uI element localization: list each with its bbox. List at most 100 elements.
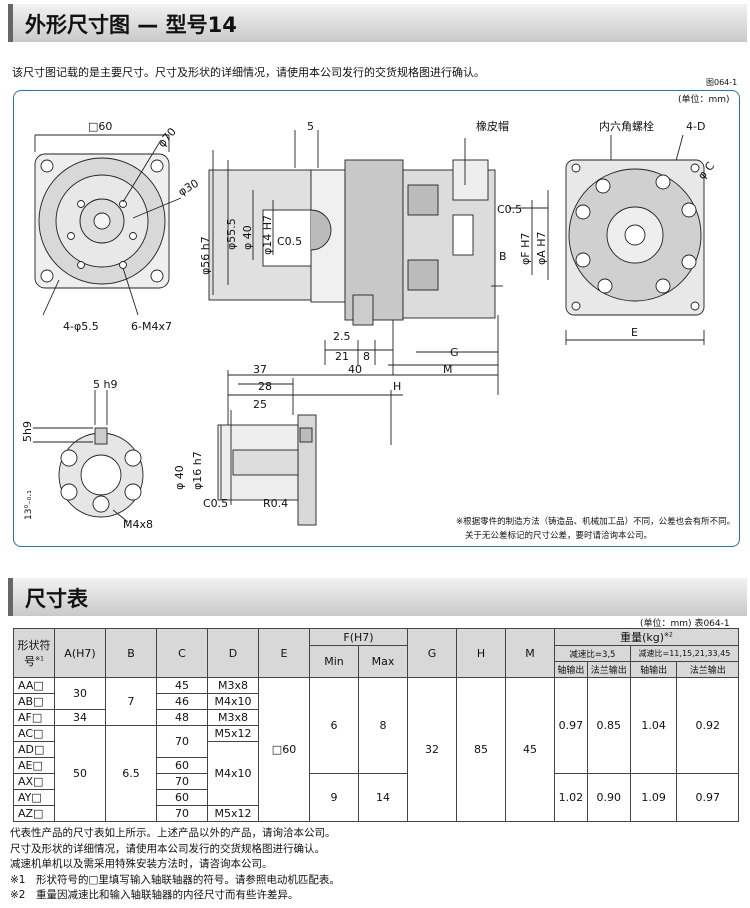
th-fmax: Max [358,645,408,678]
cell-fmin: 9 [309,773,359,822]
cell-h: 85 [456,677,506,822]
table-row: AX□ 70 9 14 1.02 0.90 1.09 0.97 [13,773,739,822]
dim-40-label: 40 [348,363,362,376]
dimension-drawing: □60 φ70 φ30 4-φ5.5 6-M4x7 φ56 h7 φ55.5 φ… [21,119,735,541]
table-unit-text: (单位：mm) [640,619,692,629]
dim-g-label: G [450,346,459,359]
r04-label: R0.4 [263,497,288,510]
cell-a: 50 [54,725,106,822]
cell-c: 70 [156,725,208,758]
cell-m: 45 [505,677,555,822]
rubber-cap-label: 橡皮帽 [476,120,509,133]
th-ratio1: 减速比=3,5 [554,645,631,662]
d555-label: φ55.5 [225,218,238,250]
cell-shape: AC□ [13,725,55,742]
key-5h9-label: 5 h9 [93,378,117,391]
table-row: AE□ 60 [13,757,739,774]
cell-b: 7 [105,677,157,726]
th-m: M [505,628,555,678]
cell-shape: AB□ [13,693,55,710]
cell-a: 34 [54,709,106,726]
cell-w2: 0.85 [586,677,631,774]
th-e: E [258,628,310,678]
th-flange2: 法兰输出 [676,661,739,678]
cell-d: M5x12 [207,725,259,742]
dim-28-label: 28 [258,380,272,393]
d56-label: φ56 h7 [199,236,212,275]
cell-a: 30 [54,677,106,710]
cell-d: M4x10 [207,693,259,710]
c05-right-label: C0.5 [497,203,522,216]
th-a: A(H7) [54,628,106,678]
table-row: AA□ 30 7 45 M3x8 □60 6 8 32 85 45 0.97 0… [13,677,739,822]
th-f: F(H7) [309,628,408,646]
cell-fmin: 6 [309,677,359,774]
th-shape-mark: ※1 [35,655,44,663]
footer-note: 代表性产品的尺寸表如上所示。上述产品以外的产品，请询洽本公司。 [10,827,336,839]
th-weight-mark: ※2 [664,631,673,639]
cell-d: M4x10 [207,741,259,806]
cell-c: 46 [156,693,208,710]
sq60-label: □60 [88,120,112,133]
section-header-drawing: 外形尺寸图 — 型号14 [8,4,747,42]
th-fmin: Min [309,645,359,678]
dim-37-label: 37 [253,363,267,376]
d40-label: φ 40 [241,225,254,250]
drawing-footnote-2: 关于无公差标记的尺寸公差，要时请洽询本公司。 [465,530,652,541]
th-shaft2: 轴输出 [629,661,678,678]
footer-note: ※2 重量因减速比和输入轴联轴器的内径尺寸而有些许差异。 [10,889,299,901]
4d-label: 4-D [686,120,705,133]
th-shape-text: 形状符号 [17,639,51,668]
cell-shape: AX□ [13,773,55,790]
table-row: AC□ 50 6.5 70 M5x12 [13,725,739,822]
cell-d: M3x8 [207,677,259,694]
cell-w1: 0.97 [554,677,588,774]
th-shaft1: 轴输出 [554,661,588,678]
dim-13-label: 13⁰₋₀.₁ [24,490,34,520]
footer-notes: 代表性产品的尺寸表如上所示。上述产品以外的产品，请询洽本公司。 尺寸及形状的详细… [10,826,340,904]
cell-g: 32 [407,677,457,822]
table-row: AY□ 60 [13,789,739,806]
cell-c: 70 [156,805,208,822]
dim-25s-label: 25 [253,398,267,411]
th-ratio2: 减速比=11,15,21,33,45 [629,645,740,662]
footer-note: 减速机单机以及需采用特殊安装方法时，请咨询本公司。 [10,858,273,870]
footer-note: ※1 形状符号的□里填写输入轴联轴器的符号。请参照电动机匹配表。 [10,873,340,886]
cell-w3: 1.09 [629,773,678,822]
table-row: AF□ 34 48 M3x8 [13,709,739,726]
cell-fmax: 8 [358,677,408,774]
cell-w1: 1.02 [554,773,588,822]
cell-shape: AY□ [13,789,55,806]
phi-a-label: φA H7 [535,231,548,265]
dimension-table: 形状符号※1 A(H7) B C D E F(H7) G H M 重量(kg)※… [13,628,740,822]
section-header-table: 尺寸表 [8,578,747,616]
d16-label: φ16 h7 [191,451,204,490]
th-flange1: 法兰输出 [586,661,631,678]
th-weight-text: 重量(kg) [620,631,665,644]
d30-label: φ30 [176,177,201,199]
intro-note: 该尺寸图记载的是主要尺寸。尺寸及形状的详细情况，请使用本公司发行的交货规格图进行… [12,66,485,79]
drawing-footnote-1: ※根据零件的制造方法（铸造品、机械加工品）不同，公差也会有所不同。 [456,516,735,527]
section-title: 外形尺寸图 — 型号14 [25,13,237,37]
cell-c: 45 [156,677,208,694]
dim-21-label: 21 [335,350,349,363]
dim-b-label: B [499,250,507,263]
cell-shape: AE□ [13,757,55,774]
hex-bolt-label: 内六角螺栓 [599,119,654,133]
dim-e-label: E [631,326,638,339]
cell-c: 48 [156,709,208,726]
cell-w3: 1.04 [629,677,678,774]
table-id: 表064-1 [694,619,730,629]
key-5h9-vert-label: 5h9 [21,421,34,442]
dim-m-label: M [443,363,453,376]
th-weight: 重量(kg)※2 [554,628,739,646]
holes-m4-label: 6-M4x7 [131,320,172,333]
d70-label: φ70 [155,125,179,150]
table-row: AD□ M4x10 [13,741,739,806]
th-c: C [156,628,208,678]
table-unit: (单位：mm) 表064-1 [640,616,730,629]
drawing-frame [13,90,740,547]
cell-b: 6.5 [105,725,157,822]
cell-d: M3x8 [207,709,259,726]
table-row: AZ□ 70 M5x12 [13,805,739,822]
